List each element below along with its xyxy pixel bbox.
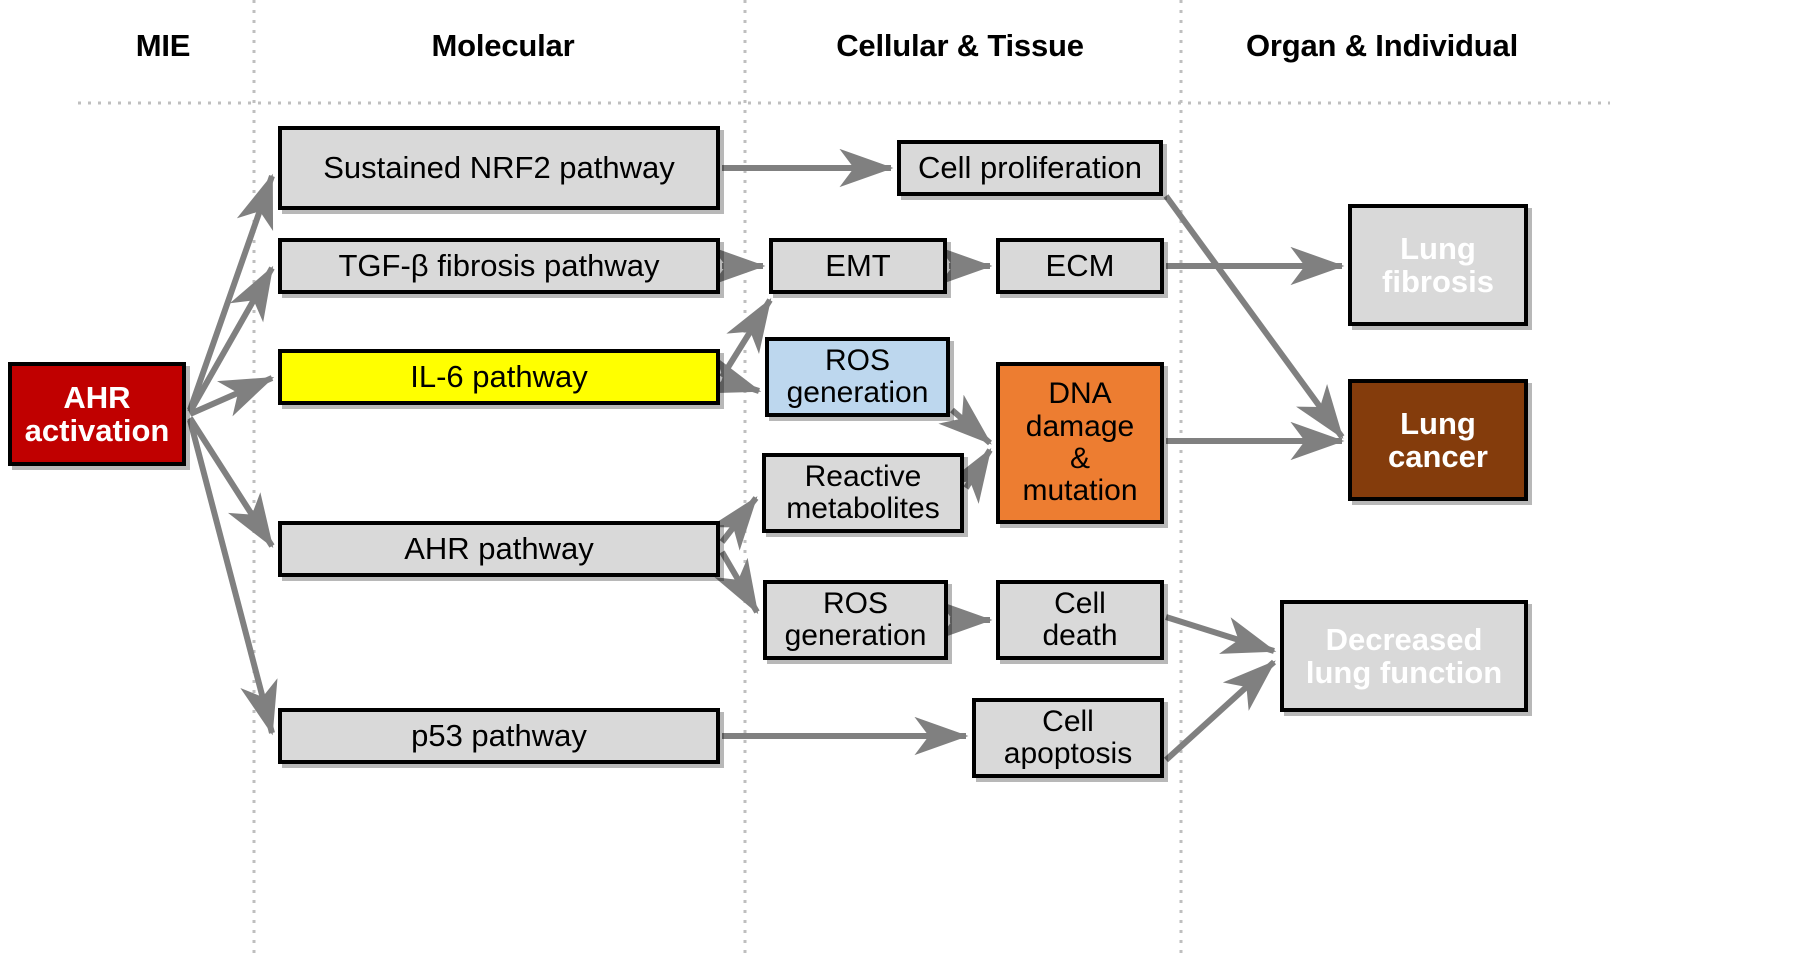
- node-ecm[interactable]: ECM: [996, 238, 1164, 294]
- node-cell-death[interactable]: Cell death: [996, 580, 1164, 660]
- edge-reactive-metabolites-to-dna-damage: [946, 447, 993, 504]
- node-label-dna-damage-and-mutation: DNA damage & mutation: [1022, 377, 1138, 508]
- node-p53-pathway[interactable]: p53 pathway: [278, 708, 720, 764]
- node-cell-proliferation[interactable]: Cell proliferation: [897, 140, 1163, 196]
- node-reactive-metabolites[interactable]: Reactive metabolites: [762, 453, 964, 533]
- node-label-ahr-activation: AHR activation: [24, 379, 170, 448]
- edge-ahr-activation-to-p53: [187, 419, 278, 736]
- column-header-organ-individual: Organ & Individual: [1246, 28, 1518, 63]
- column-header-cellular-tissue: Cellular & Tissue: [836, 28, 1084, 63]
- node-label-ros-generation-lower: ROS generation: [784, 586, 927, 652]
- node-label-emt: EMT: [825, 248, 891, 284]
- node-lung-cancer[interactable]: Lung cancer: [1348, 379, 1528, 501]
- node-sustained-nrf2-pathway[interactable]: Sustained NRF2 pathway: [278, 126, 720, 210]
- node-label-lung-fibrosis: Lung fibrosis: [1382, 230, 1494, 299]
- node-cell-apoptosis[interactable]: Cell apoptosis: [972, 698, 1164, 778]
- node-lung-fibrosis[interactable]: Lung fibrosis: [1348, 204, 1528, 326]
- edge-ros-upper-to-dna-damage: [938, 394, 992, 446]
- node-ahr-pathway[interactable]: AHR pathway: [278, 521, 720, 577]
- node-label-lung-cancer: Lung cancer: [1388, 405, 1488, 474]
- edge-cell-apoptosis-to-decreased-lung-function: [1163, 659, 1277, 763]
- edge-ahr-pathway-to-ros-lower: [714, 550, 760, 615]
- node-dna-damage-and-mutation[interactable]: DNA damage & mutation: [996, 362, 1164, 524]
- node-label-ahr-pathway: AHR pathway: [404, 531, 594, 567]
- edge-ahr-pathway-to-reactive-metabolites: [709, 496, 759, 551]
- edge-cell-proliferation-to-lung-cancer: [1163, 194, 1345, 439]
- edge-cell-death-to-decreased-lung-function: [1165, 614, 1277, 654]
- node-label-sustained-nrf2-pathway: Sustained NRF2 pathway: [323, 150, 675, 186]
- node-ros-generation-lower[interactable]: ROS generation: [763, 580, 948, 660]
- edge-il6-to-ros-upper: [703, 356, 762, 394]
- node-label-tgf-beta-fibrosis-pathway: TGF-β fibrosis pathway: [338, 248, 660, 284]
- node-label-cell-apoptosis: Cell apoptosis: [1003, 704, 1133, 770]
- node-ros-generation-upper[interactable]: ROS generation: [765, 337, 950, 417]
- edge-ahr-activation-to-tgfb: [187, 265, 275, 414]
- node-emt[interactable]: EMT: [769, 238, 947, 294]
- node-label-reactive-metabolites: Reactive metabolites: [786, 459, 940, 525]
- edge-ahr-activation-to-ahr-pathway: [187, 416, 275, 549]
- node-label-decreased-lung-function: Decreased lung function: [1305, 621, 1503, 690]
- node-label-cell-death: Cell death: [1042, 586, 1118, 652]
- edges: [187, 148, 1345, 763]
- node-tgf-beta-fibrosis-pathway[interactable]: TGF-β fibrosis pathway: [278, 238, 720, 294]
- node-il6-pathway[interactable]: IL-6 pathway: [278, 349, 720, 405]
- node-decreased-lung-function[interactable]: Decreased lung function: [1280, 600, 1528, 712]
- node-label-ecm: ECM: [1045, 248, 1115, 284]
- column-header-molecular: Molecular: [431, 28, 575, 63]
- node-label-p53-pathway: p53 pathway: [411, 718, 587, 754]
- node-label-il6-pathway: IL-6 pathway: [410, 359, 588, 395]
- column-header-mie: MIE: [135, 28, 191, 63]
- node-label-cell-proliferation: Cell proliferation: [918, 150, 1142, 186]
- node-ahr-activation[interactable]: AHR activation: [8, 362, 186, 466]
- node-label-ros-generation-upper: ROS generation: [786, 343, 929, 409]
- edge-ahr-activation-to-il6: [188, 375, 275, 417]
